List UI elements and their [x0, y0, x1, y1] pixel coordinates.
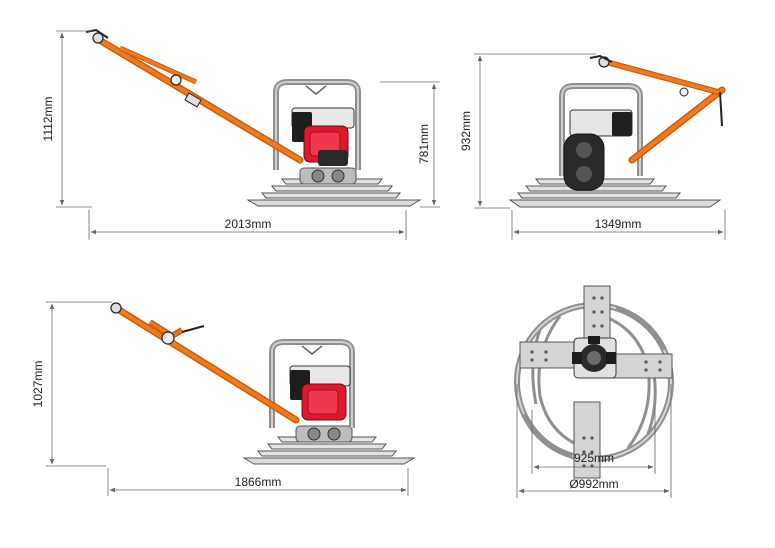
dim-length-3: 1866mm: [235, 475, 282, 489]
engine-3: [289, 365, 351, 421]
handle-raised: [589, 54, 726, 164]
side-view-folded: 1027mm 1866mm: [31, 301, 416, 496]
dimension-lines-view2: [474, 53, 726, 240]
top-view: 925mm Ø992mm: [514, 285, 674, 498]
dim-height-total-1: 1112mm: [41, 97, 55, 142]
engine: [291, 107, 355, 166]
side-view-compact: 932mm 1349mm: [459, 53, 726, 240]
trowel-blades-3: [242, 425, 416, 465]
side-view-extended: 1112mm 781mm 2013mm: [41, 28, 440, 240]
dim-height-total-3: 1027mm: [31, 361, 45, 408]
handle-folded: [110, 302, 300, 424]
dimension-lines-view4: [516, 384, 672, 498]
trowel-blades-2: [508, 178, 722, 208]
dimension-lines-view3: [46, 301, 409, 496]
dim-diameter: Ø992mm: [569, 477, 618, 491]
handle-extended: [85, 28, 304, 164]
dim-blade-span: 925mm: [574, 451, 614, 465]
center-hub: [572, 336, 617, 379]
engine-2: [563, 109, 633, 191]
dim-length-2: 1349mm: [595, 217, 642, 231]
dimension-lines-view1: [56, 30, 440, 240]
dim-height-frame: 781mm: [417, 124, 431, 164]
trowel-blades: [246, 167, 422, 207]
dim-length-1: 2013mm: [225, 217, 272, 231]
dim-height-total-2: 932mm: [459, 111, 473, 151]
